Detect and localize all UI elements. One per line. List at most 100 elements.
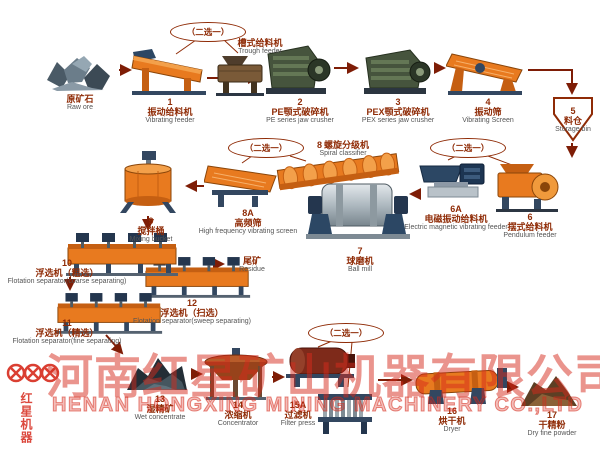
- pex-jaw-crusher-cn: PEX颚式破碎机: [366, 107, 430, 118]
- flotation-coarse-machine: [66, 230, 180, 276]
- residue-cn: 尾矿: [242, 256, 261, 266]
- storage-bin-en: Storage bin: [555, 126, 591, 134]
- callout-text: （二选一）: [186, 27, 230, 37]
- ball-mill-en: Ball mill: [347, 266, 373, 274]
- storage-bin-symbol: [552, 96, 594, 142]
- high-frequency-screen-machine: [204, 160, 282, 208]
- label-mixing-bucket: 9 搅拌桶 Mixing bucket: [110, 216, 192, 244]
- label-pex-jaw-crusher: 3 PEX颚式破碎机 PEX series jaw crusher: [348, 97, 448, 125]
- vibrating-feeder-machine: [130, 46, 208, 96]
- filter-num: 15A: [289, 400, 307, 410]
- trough-feeder-cn: 槽式给料机: [237, 38, 283, 48]
- flotation-sweep-machine: [144, 254, 252, 298]
- pe-jaw-crusher-cn: PE颚式破碎机: [271, 107, 329, 118]
- label-flotation-fine: 11 浮选机（精选） Flotation separator(fine sepa…: [4, 318, 130, 346]
- filter-en: Filter press: [280, 420, 316, 428]
- spiral-classifier-en: Spiral classifier: [319, 150, 367, 158]
- label-residue: 尾矿 Residue: [222, 256, 282, 274]
- flotation-fine-machine: [56, 290, 164, 334]
- concentrator-machine: [202, 348, 270, 400]
- callout-bubble-filter: （二选一）: [308, 323, 384, 343]
- vibrating-feeder-en: Vibrating feeder: [145, 117, 195, 125]
- em-vibrating-feeder-cn: 电磁振动给料机: [424, 214, 488, 225]
- wet-concentrate-num: 13: [154, 394, 165, 404]
- raw-ore-image: [42, 50, 118, 92]
- hongxing-logo-text: 红星机器: [19, 392, 33, 444]
- dryer-cn: 烘干机: [438, 416, 466, 427]
- trough-feeder-en: Trough feeder: [238, 48, 282, 56]
- mixing-bucket-machine: [116, 150, 180, 214]
- mixing-bucket-cn: 搅拌桶: [137, 226, 165, 237]
- label-storage-bin: 5 料仓 Storage bin: [551, 106, 595, 134]
- label-dryer: 16 烘干机 Dryer: [420, 406, 484, 434]
- label-vibrating-screen: 4 振动筛 Vibrating Screen: [444, 97, 532, 125]
- label-pendulum-feeder: 6 摆式给料机 Pendulum feeder: [488, 212, 572, 240]
- ball-mill-num: 7: [357, 246, 363, 256]
- dry-powder-cn: 干精粉: [538, 420, 566, 431]
- vibrating-screen-num: 4: [485, 97, 491, 107]
- ball-mill-cn: 球磨机: [346, 256, 374, 267]
- filter-drum-machine: [284, 340, 358, 388]
- concentrator-cn: 浓缩机: [224, 410, 252, 421]
- vibrating-screen-machine: [446, 50, 526, 96]
- ball-mill-machine: [306, 176, 410, 240]
- filter-cn: 过滤机: [284, 410, 312, 421]
- em-vibrating-feeder-machine: [418, 156, 490, 202]
- pe-jaw-crusher-en: PE series jaw crusher: [266, 117, 334, 125]
- callout-text: （二选一）: [446, 143, 490, 153]
- label-filter: 15A 过滤机 Filter press: [270, 400, 326, 428]
- label-high-freq-screen: 8A 高频筛 High frequency vibrating screen: [196, 208, 300, 236]
- concentrator-en: Concentrator: [217, 420, 259, 428]
- high-freq-screen-en: High frequency vibrating screen: [198, 228, 298, 236]
- pendulum-feeder-en: Pendulum feeder: [503, 232, 557, 240]
- label-spiral-classifier: 8 螺旋分级机 Spiral classifier: [304, 140, 382, 158]
- pe-jaw-crusher-num: 2: [297, 97, 303, 107]
- dryer-en: Dryer: [443, 426, 461, 434]
- raw-ore-en: Raw ore: [66, 104, 94, 112]
- mixing-bucket-en: Mixing bucket: [129, 236, 173, 244]
- callout-bubble-classifier: （二选一）: [228, 138, 304, 158]
- pendulum-feeder-num: 6: [527, 212, 533, 222]
- pex-jaw-crusher-machine: [360, 44, 432, 96]
- flotation-fine-num: 11: [62, 318, 72, 328]
- label-concentrator: 14 浓缩机 Concentrator: [198, 400, 278, 428]
- flotation-fine-cn: 浮选机（精选）: [35, 328, 99, 339]
- callout-text: （二选一）: [244, 143, 288, 153]
- dry-powder-num: 17: [546, 410, 557, 420]
- high-freq-screen-num: 8A: [242, 208, 254, 218]
- pe-jaw-crusher-machine: [262, 42, 332, 96]
- pendulum-feeder-cn: 摆式给料机: [507, 222, 553, 233]
- pex-jaw-crusher-num: 3: [395, 97, 401, 107]
- concentrator-num: 14: [232, 400, 243, 410]
- high-freq-screen-cn: 高频筛: [234, 218, 262, 229]
- trough-feeder-machine: [212, 54, 268, 96]
- label-wet-concentrate: 13 湿精矿 Wet concentrate: [122, 394, 198, 422]
- dryer-machine: [414, 360, 508, 406]
- storage-bin-cn: 料仓: [563, 116, 582, 127]
- label-flotation-coarse: 10 浮选机（粗选） Flotation separator(coarse se…: [6, 258, 128, 286]
- wet-concentrate-image: [124, 348, 190, 394]
- hongxing-rings-logo-icon: [6, 363, 60, 383]
- dry-powder-en: Dry fine powder: [527, 430, 577, 438]
- callout-bubble-feeder2: （二选一）: [430, 138, 506, 158]
- flotation-coarse-num: 10: [61, 258, 72, 268]
- label-pe-jaw-crusher: 2 PE颚式破碎机 PE series jaw crusher: [252, 97, 348, 125]
- wet-concentrate-en: Wet concentrate: [134, 414, 186, 422]
- vibrating-feeder-num: 1: [167, 97, 173, 107]
- label-dry-powder: 17 干精粉 Dry fine powder: [514, 410, 590, 438]
- em-vibrating-feeder-en: Electric magnetic vibrating feeder: [404, 224, 508, 232]
- residue-en: Residue: [239, 266, 265, 274]
- flotation-sweep-cn: 浮选机（扫选）: [160, 308, 224, 319]
- pendulum-feeder-machine: [492, 162, 562, 212]
- storage-bin-num: 5: [570, 106, 576, 116]
- dry-powder-image: [518, 368, 580, 410]
- label-raw-ore: 原矿石 Raw ore: [42, 94, 118, 112]
- spiral-classifier-num: 8: [316, 140, 322, 150]
- vibrating-feeder-cn: 振动给料机: [147, 107, 193, 118]
- flotation-sweep-num: 12: [186, 298, 197, 308]
- label-vibrating-feeder: 1 振动给料机 Vibrating feeder: [122, 97, 218, 125]
- flotation-coarse-en: Flotation separator(coarse separating): [7, 278, 127, 286]
- label-flotation-sweep: 12 浮选机（扫选） Flotation separator(sweep sep…: [122, 298, 262, 326]
